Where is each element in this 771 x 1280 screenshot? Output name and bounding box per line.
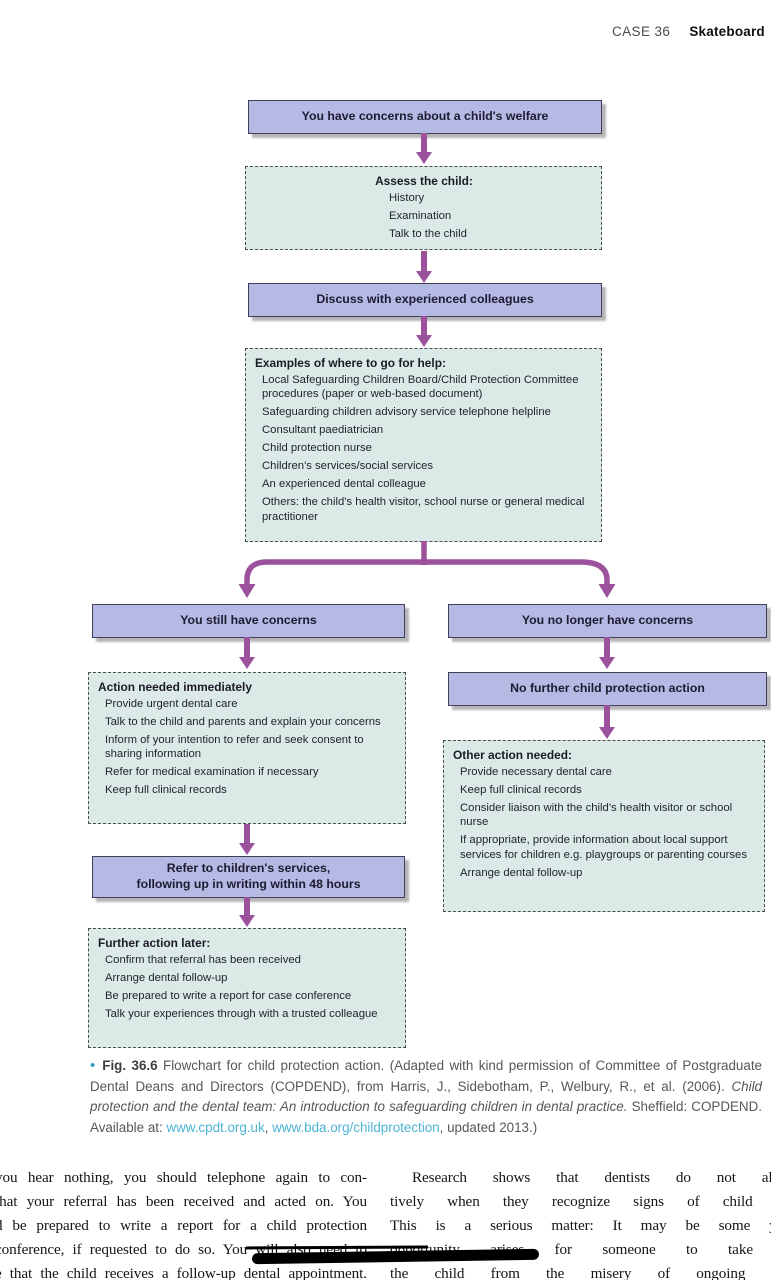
arrow-down-icon [599,637,616,669]
flow-node-assess: Assess the child: History Examination Ta… [245,166,602,250]
body-line: you hear nothing, you should telephone a… [0,1169,367,1186]
examples-item: Others: the child's health visitor, scho… [262,496,585,523]
flow-node-further-action: Further action later: Confirm that refer… [88,928,406,1048]
further-action-item: Talk your experiences through with a tru… [105,1007,378,1020]
action-now-item: Keep full clinical records [105,784,227,797]
flow-node-no-concerns: You no longer have concerns [448,604,767,638]
assess-item: Examination [389,209,452,222]
examples-item: An experienced dental colleague [262,478,426,491]
other-action-item: Keep full clinical records [460,783,582,796]
action-now-item: Refer for medical examination if necessa… [105,766,319,779]
black-marker-underline [245,1245,429,1249]
running-head: CASE 36 Skateboard [612,24,765,39]
caption-link-bda[interactable]: www.bda.org/childprotection [272,1119,440,1135]
further-action-item: Arrange dental follow-up [105,971,228,984]
other-action-item: Consider liaison with the child's health… [460,801,733,829]
action-now-item: Talk to the child and parents and explai… [105,715,381,728]
figure-caption: • Fig. 36.6 Flowchart for child protectio… [90,1056,762,1138]
body-line: e that the child receives a follow-up de… [0,1265,367,1280]
figure-number: Fig. 36.6 [102,1058,158,1073]
body-line: This is a serious matter: It may be some… [390,1217,771,1234]
caption-bullet-icon: • [90,1057,96,1074]
arrow-down-icon [416,316,433,347]
examples-item: Child protection nurse [262,442,372,455]
flow-node-concerns: You have concerns about a child's welfar… [248,100,602,134]
flow-node-no-further: No further child protection action [448,672,767,706]
caption-book-title: Child protection and the dental team: An… [90,1078,762,1115]
body-line: that your referral has been received and… [0,1193,367,1210]
examples-item: Consultant paediatrician [262,424,384,437]
arrow-down-icon [416,133,433,164]
flow-node-other-action: Other action needed: Provide necessary d… [443,740,765,912]
action-now-item: Provide urgent dental care [105,698,238,710]
case-title: Skateboard [689,24,765,39]
flow-node-discuss: Discuss with experienced colleagues [248,283,602,317]
caption-text: Sheffield: COPDEND. Available at: [90,1099,762,1135]
arrow-down-icon [239,897,256,927]
body-text-right-column: Research shows that dentists do not alwa… [390,1166,771,1280]
flow-node-examples: Examples of where to go for help: Local … [245,348,602,542]
arrow-down-icon [599,705,616,739]
body-line: tively when they recognize signs of chil… [390,1193,771,1210]
other-action-item: Provide necessary dental care [460,766,612,778]
caption-separator: , [264,1119,273,1135]
action-now-title: Action needed immediately [98,680,252,694]
other-action-item: Arrange dental follow-up [460,866,583,879]
body-line: the child from the misery of ongoing ma [390,1265,771,1280]
caption-link-cpdt[interactable]: www.cpdt.org.uk [166,1119,265,1135]
examples-item: Safeguarding children advisory service t… [262,406,551,419]
further-action-title: Further action later: [98,936,211,950]
flow-node-concerns-label: You have concerns about a child's welfar… [301,109,549,123]
other-action-item: If appropriate, provide information abou… [460,834,747,861]
examples-item: Local Safeguarding Children Board/Child … [262,374,579,401]
assess-title: Assess the child: [375,174,473,188]
flow-node-refer-line1: Refer to children's services, [166,861,331,876]
caption-text: Flowchart for child protection action. (… [90,1058,762,1094]
flow-node-no-further-label: No further child protection action [510,681,705,695]
arrow-down-icon [416,251,433,283]
case-number-label: CASE 36 [612,24,671,39]
branch-connector [238,541,616,598]
flow-node-refer-line2: following up in writing within 48 hours [136,877,361,891]
further-action-item: Confirm that referral has been received [105,954,301,966]
flow-node-refer: Refer to children's services, following … [92,856,405,898]
flow-node-still-concerns: You still have concerns [92,604,405,638]
caption-text: , updated 2013.) [439,1119,538,1135]
other-action-title: Other action needed: [453,748,572,762]
body-line: d be prepared to write a report for a ch… [0,1217,367,1234]
arrow-down-icon [239,824,256,855]
assess-item: History [389,192,425,204]
examples-item: Children's services/social services [262,460,434,473]
examples-title: Examples of where to go for help: [255,356,446,370]
body-line: Research shows that dentists do not alwa [412,1169,771,1186]
flow-node-no-concerns-label: You no longer have concerns [521,613,694,627]
flow-node-action-now: Action needed immediately Provide urgent… [88,672,406,824]
action-now-item: Inform of your intention to refer and se… [105,733,364,761]
flow-node-discuss-label: Discuss with experienced colleagues [316,292,534,306]
arrow-down-icon [239,637,256,669]
assess-item: Talk to the child [389,227,467,240]
flow-node-still-concerns-label: You still have concerns [180,613,317,627]
further-action-item: Be prepared to write a report for case c… [105,989,352,1002]
